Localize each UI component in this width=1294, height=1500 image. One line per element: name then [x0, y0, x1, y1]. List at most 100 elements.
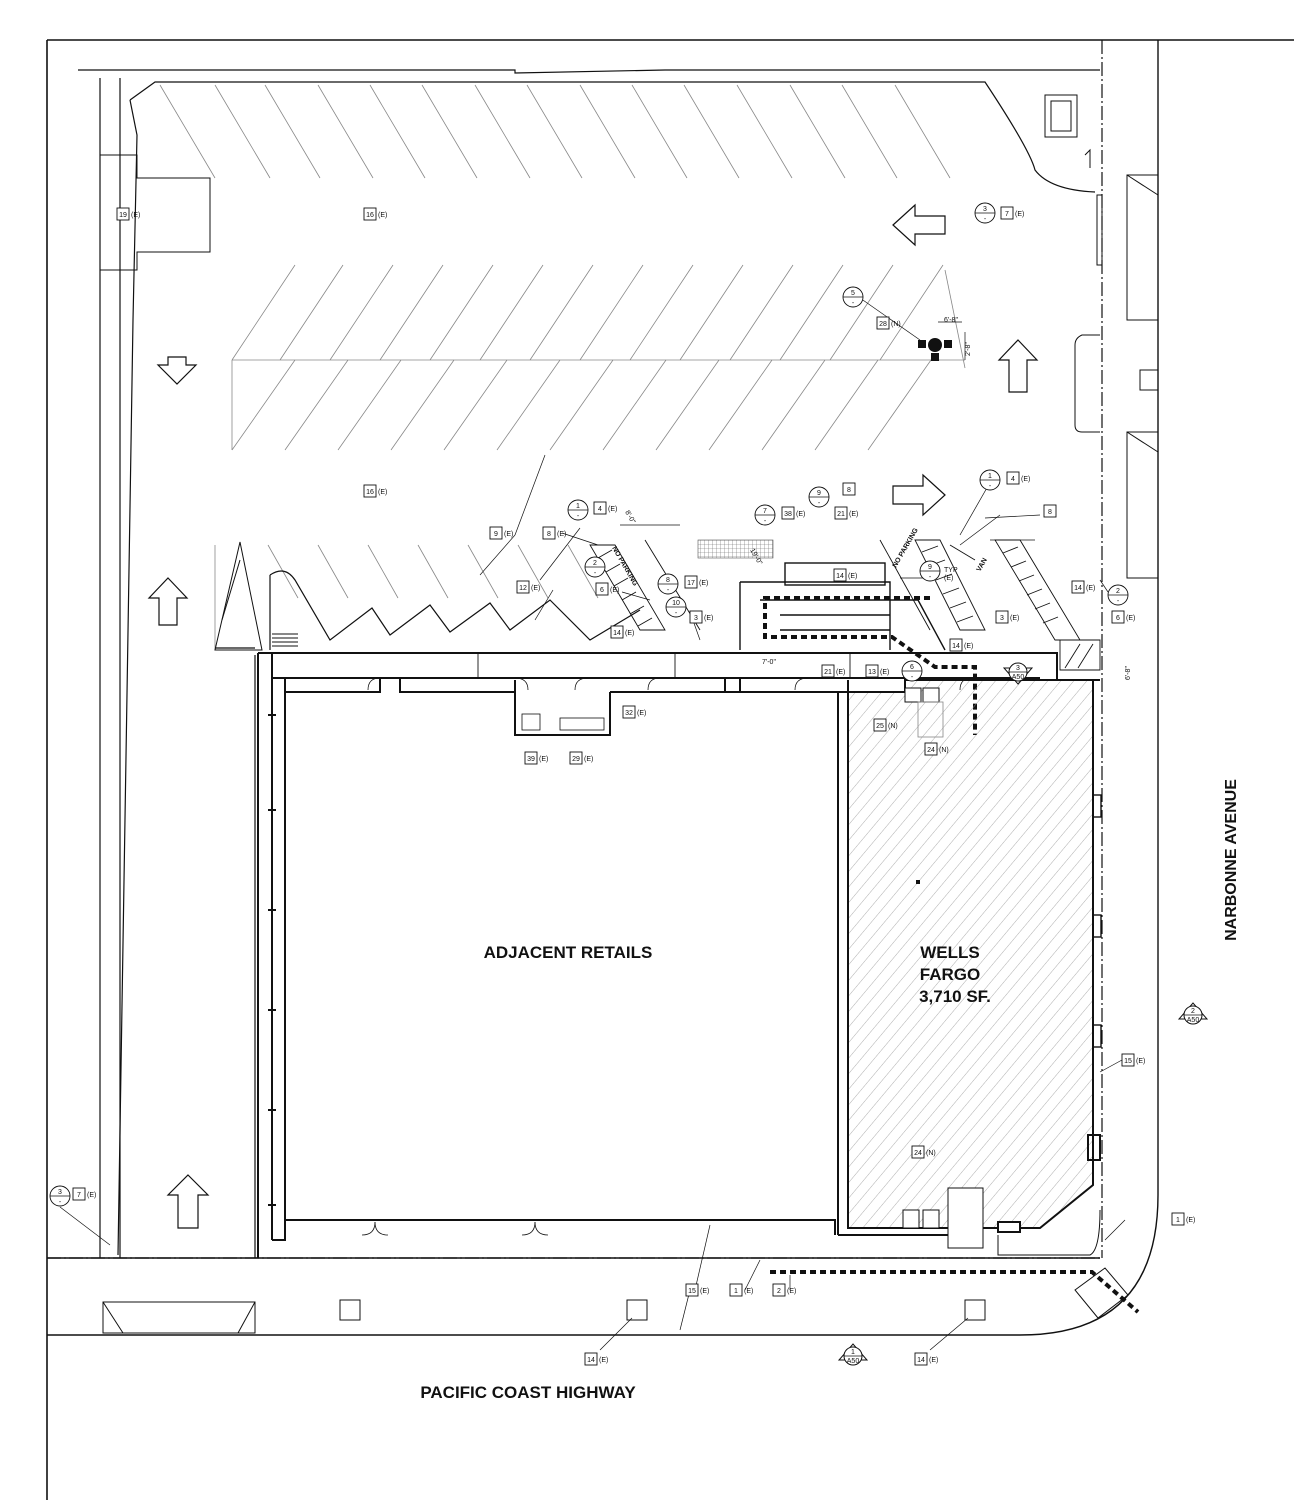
keynote-status: (E) [787, 1288, 796, 1295]
detail-sheet: - [852, 300, 855, 307]
detail-number: 2 [1116, 588, 1120, 595]
keynote-number: 32 [625, 710, 633, 717]
keynote-number: 14 [613, 630, 621, 637]
keynote-number: 8 [847, 487, 851, 494]
keynote-status: (E) [608, 506, 617, 513]
keynote-status: (E) [929, 1357, 938, 1364]
narbonne-avenue-label: NARBONNE AVENUE [1223, 779, 1240, 941]
detail-number: 10 [672, 600, 680, 607]
keynote-tag: 15(E) [685, 1283, 709, 1297]
detail-callout-bubble: 1- [567, 499, 589, 521]
keynote-number: 21 [824, 669, 832, 676]
utility-room [514, 692, 611, 736]
wells-fargo-building [837, 679, 1102, 1256]
keynote-tag: 2 (E) [772, 1283, 796, 1297]
keynote-status: (E) [1015, 211, 1024, 218]
keynote-number: 13 [868, 669, 876, 676]
arrow-up-bottom [166, 1174, 210, 1229]
keynote-number: 16 [366, 212, 374, 219]
keynote-status: (E) [599, 1357, 608, 1364]
detail-number: 8 [666, 577, 670, 584]
keynote-tag: 3(E) [995, 610, 1019, 624]
keynote-number: 3 [694, 615, 698, 622]
keynote-tag: 21 (E) [821, 664, 845, 678]
section-sheet: A50 [847, 1358, 860, 1365]
keynote-status: (N) [891, 321, 901, 328]
keynote-status: (E) [700, 1288, 709, 1295]
keynote-tag: 14(E) [1071, 580, 1095, 594]
detail-number: 3 [58, 1189, 62, 1196]
detail-number: 9 [928, 564, 932, 571]
van-marking: VAN [976, 557, 989, 573]
keynote-status: (E) [378, 212, 387, 219]
detectable-warning-pad [697, 539, 774, 559]
keynote-tag: 3(E) [689, 610, 713, 624]
detail-sheet: - [764, 518, 767, 525]
detail-sheet: - [667, 587, 670, 594]
detail-number: 3 [983, 206, 987, 213]
keynote-status: (E) [836, 669, 845, 676]
keynote-tag: 8 [1043, 504, 1057, 518]
keynote-number: 14 [917, 1357, 925, 1364]
adjacent-retail-building [268, 692, 836, 1241]
keynote-tag: 32(E) [622, 705, 646, 719]
keynote-number: 39 [527, 756, 535, 763]
keynote-tag: 8(E) [542, 526, 566, 540]
keynote-number: 4 [598, 506, 602, 513]
keynote-status: (E) [1021, 476, 1030, 483]
wells-fargo-label-line2: FARGO [920, 965, 980, 984]
keynote-status: (E) [964, 643, 973, 650]
keynote-tag: 17(E) [684, 575, 708, 589]
keynote-tag: 14(E) [833, 568, 857, 582]
keynote-number: 6 [1116, 615, 1120, 622]
keynote-status: (E) [557, 531, 566, 538]
detail-callout-bubble: 1- [979, 469, 1001, 491]
pacific-coast-highway-label: PACIFIC COAST HIGHWAY [420, 1383, 636, 1402]
keynote-status: (E) [610, 587, 619, 594]
detail-sheet: - [989, 483, 992, 490]
section-sheet: A50 [1012, 674, 1025, 681]
detail-number: 1 [988, 473, 992, 480]
detail-number: 6 [910, 664, 914, 671]
keynote-number: 2 [777, 1288, 781, 1295]
detail-callout-bubble: 10- [665, 596, 687, 618]
keynote-number: 14 [1074, 585, 1082, 592]
keynote-tag: 14(E) [949, 638, 973, 652]
detail-callout-bubble: 3- [49, 1185, 71, 1207]
detail-callout-bubble: 3- [974, 202, 996, 224]
detail-callout-bubble: 8- [657, 573, 679, 595]
keynote-tag: 14(E) [584, 1352, 608, 1366]
keynote-number: 29 [572, 756, 580, 763]
keynote-number: 6 [600, 587, 604, 594]
keynote-status: (E) [699, 580, 708, 587]
equipment-cluster [918, 321, 966, 361]
keynote-tag: 28(N) [876, 316, 901, 330]
typ-note: TYP [944, 567, 958, 574]
arrow-up-right [997, 339, 1039, 393]
detail-sheet: - [911, 674, 914, 681]
keynote-layer: 19(E)16(E)7(E)28(N)16(E)4(E)838(E)21(E)8… [72, 206, 1195, 1366]
island-19 [100, 154, 211, 271]
keynote-status: (E) [131, 212, 140, 219]
keynote-tag: 29(E) [569, 751, 593, 765]
left-triangle-island [214, 541, 263, 651]
detail-bubble-layer: 3-5-1-7-9-1-2-8-10-9-2-6-3- [49, 202, 1129, 1207]
arrow-down-left [156, 356, 198, 385]
arrow-up-left-mid [147, 577, 189, 626]
dimension-text: 6'-8" [944, 317, 958, 324]
keynote-number: 8 [1048, 509, 1052, 516]
keynote-tag: 38(E) [781, 506, 805, 520]
keynote-status: (E) [744, 1288, 753, 1295]
keynote-tag: 8 [842, 482, 856, 496]
storefront-dividers [477, 653, 851, 678]
keynote-number: 9 [494, 531, 498, 538]
parking-stripes-middle [231, 264, 966, 451]
keynote-tag: 14 (E) [914, 1352, 938, 1366]
section-number: 3 [1016, 665, 1020, 672]
keynote-number: 15 [1124, 1058, 1132, 1065]
keynote-number: 4 [1011, 476, 1015, 483]
keynote-status: (N) [888, 723, 898, 730]
